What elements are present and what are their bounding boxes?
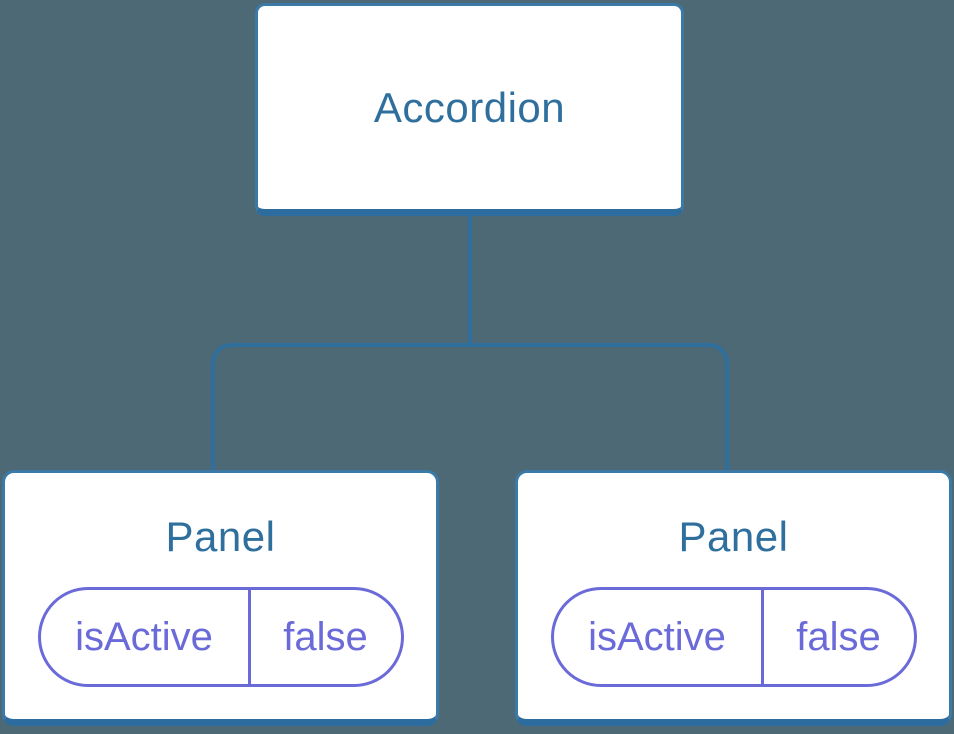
state-value-label: false: [796, 614, 881, 659]
accordion-node: Accordion: [255, 3, 684, 216]
panel-node-left: Panel isActive false: [2, 470, 439, 726]
panel-node-label: Panel: [678, 513, 789, 560]
panel-node-right: Panel isActive false: [515, 470, 952, 726]
state-key-label: isActive: [41, 590, 251, 684]
connector-bracket: [211, 343, 729, 470]
connector-stem: [468, 214, 472, 344]
state-pill: isActive false: [550, 587, 917, 687]
state-pill: isActive false: [37, 587, 404, 687]
state-key-label: isActive: [554, 590, 764, 684]
state-value-label: false: [283, 614, 368, 659]
accordion-node-label: Accordion: [373, 83, 566, 131]
panel-node-label: Panel: [165, 513, 276, 560]
